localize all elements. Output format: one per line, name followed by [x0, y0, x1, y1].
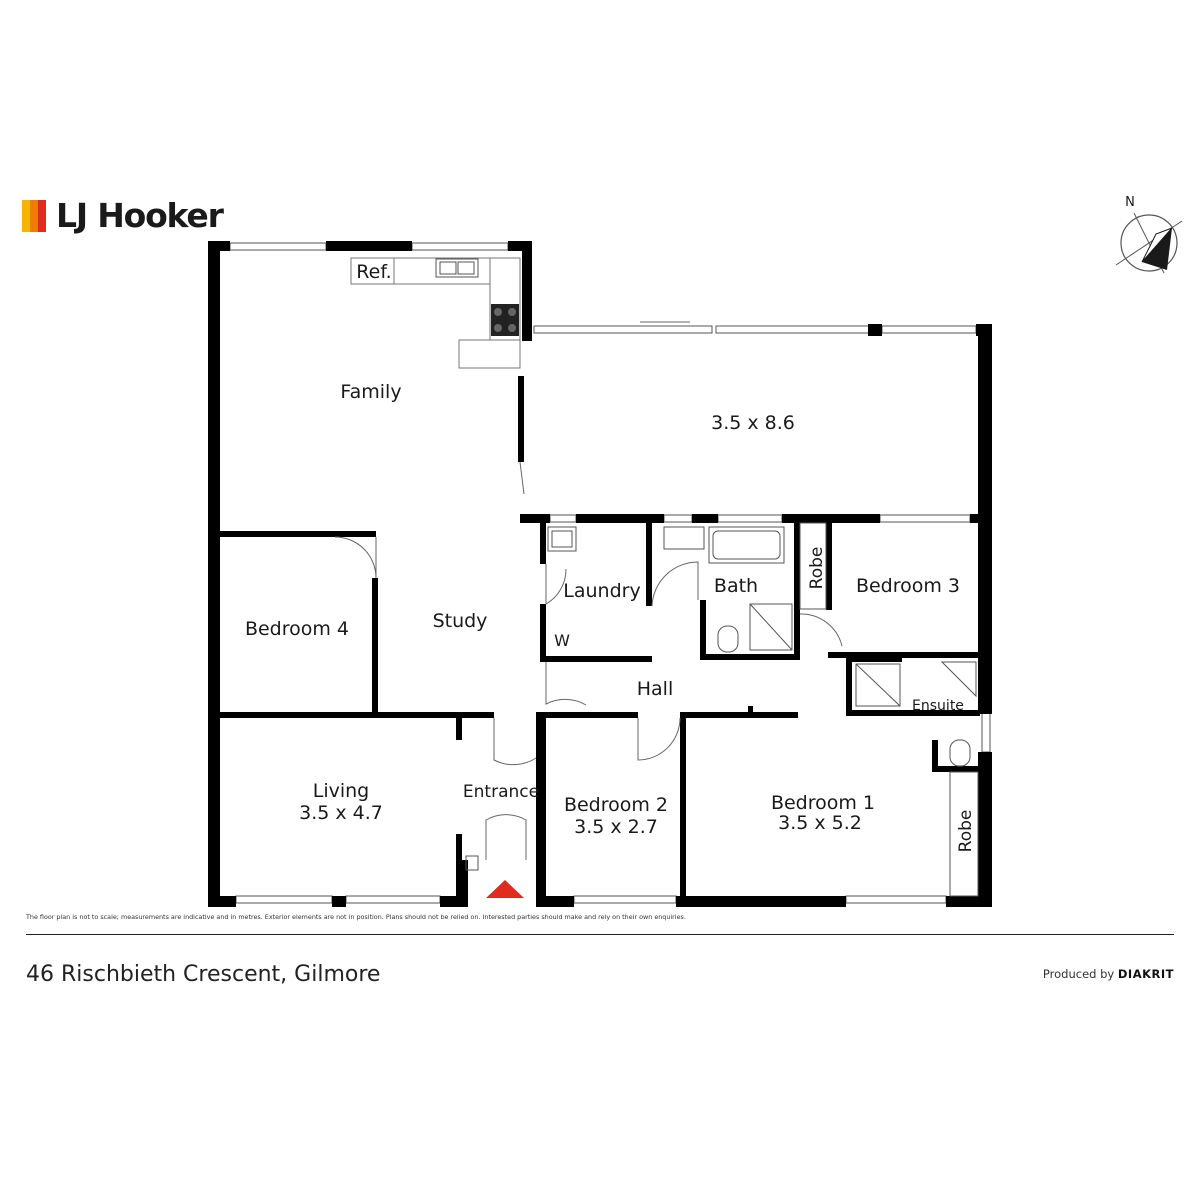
room-bedroom-1-dims: 3.5 x 5.2 [778, 812, 862, 834]
ensuite-fixtures [855, 661, 977, 767]
room-main-dims: 3.5 x 8.6 [711, 412, 795, 434]
room-bedroom-2: Bedroom 2 [564, 794, 668, 816]
bath-fixtures [663, 526, 793, 653]
entry-step [465, 855, 479, 871]
entry-marker-icon [486, 880, 524, 898]
brand-name: LJ Hooker [56, 196, 224, 235]
room-living-dims: 3.5 x 4.7 [299, 802, 383, 824]
room-study: Study [433, 610, 488, 632]
walls [208, 241, 992, 907]
cooktop-icon [491, 304, 519, 336]
room-hall: Hall [637, 678, 674, 700]
room-living: Living [313, 780, 370, 802]
room-labels: Family 3.5 x 8.6 Ref. Bedroom 4 Study La… [245, 261, 976, 852]
room-bedroom-1: Bedroom 1 [771, 792, 875, 814]
laundry-washer-label: W [554, 631, 570, 650]
robe-bedroom-1: Robe [956, 810, 976, 853]
fridge-label: Ref. [356, 261, 391, 283]
robe-bedroom-3: Robe [807, 547, 827, 590]
brand-logo: LJ Hooker [22, 196, 224, 236]
room-laundry: Laundry [563, 580, 640, 602]
room-bedroom-2-dims: 3.5 x 2.7 [574, 816, 658, 838]
doors [334, 321, 843, 860]
compass-icon: N [1115, 195, 1183, 274]
room-bedroom-3: Bedroom 3 [856, 575, 960, 597]
fixtures [350, 257, 521, 369]
producer-prefix: Produced by [1042, 967, 1115, 981]
disclaimer: The floor plan is not to scale; measurem… [26, 913, 686, 921]
footer-divider [26, 934, 1174, 935]
compass-north-label: N [1125, 195, 1135, 210]
room-bath: Bath [714, 575, 758, 597]
room-ensuite: Ensuite [912, 698, 964, 714]
laundry-tub-icon [547, 526, 577, 552]
room-entrance: Entrance [463, 782, 539, 802]
brand-stripes-icon [22, 200, 46, 232]
property-address: 46 Rischbieth Crescent, Gilmore [26, 962, 381, 987]
room-family: Family [340, 381, 401, 403]
producer-credit: Produced by DIAKRIT [1043, 967, 1174, 981]
robes [799, 522, 979, 897]
room-bedroom-4: Bedroom 4 [245, 618, 349, 640]
producer-name: DIAKRIT [1117, 967, 1174, 981]
